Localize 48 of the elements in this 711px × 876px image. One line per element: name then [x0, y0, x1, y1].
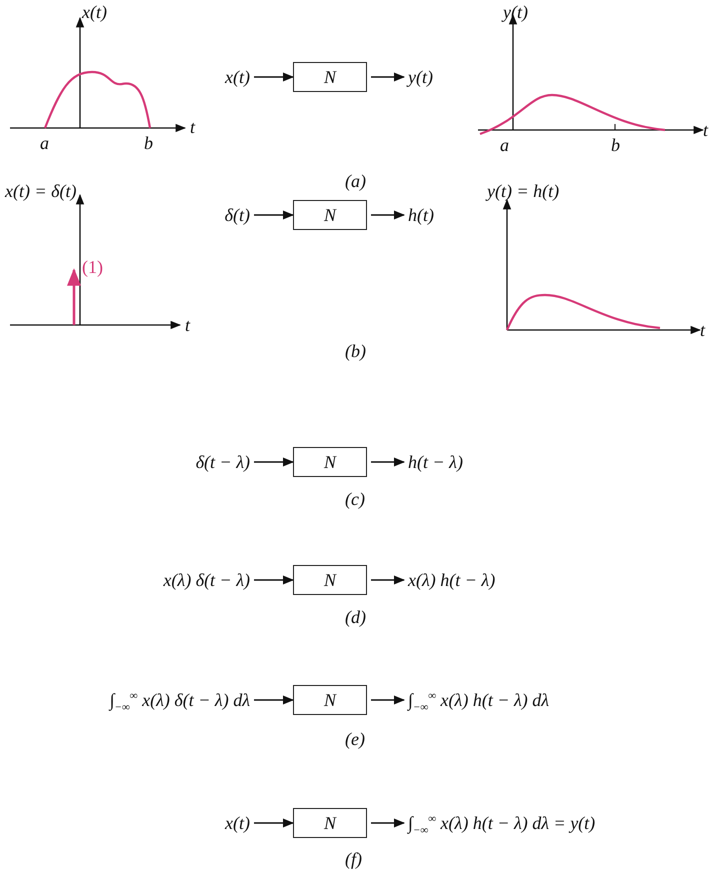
axis-label: b [144, 134, 153, 152]
input-signal: ∫$_{−∞}$$^{∞}$ x(λ) δ(t − λ) dλ [110, 691, 250, 714]
panel-label: (a) [345, 172, 366, 190]
output-signal: h(t − λ) [408, 453, 463, 471]
arrow [254, 210, 294, 220]
arrow [371, 210, 406, 220]
axis-label: b [611, 136, 620, 154]
output-signal: x(λ) h(t − λ) [408, 571, 496, 589]
output-signal: ∫$_{−∞}$$^{∞}$ x(λ) h(t − λ) dλ = y(t) [408, 814, 596, 837]
output-signal: h(t) [408, 206, 434, 224]
system-box: N [293, 447, 367, 477]
arrow [371, 576, 406, 584]
panel-label: (d) [345, 608, 366, 626]
panel-label: (f) [345, 850, 362, 868]
axis-label: t [190, 118, 196, 136]
arrow [371, 818, 406, 828]
axis-label: y(t) = h(t) [487, 182, 560, 200]
input-signal: δ(t − λ) [196, 453, 250, 471]
axis-label: a [40, 134, 49, 152]
input-signal: x(t) [225, 68, 250, 86]
arrow [371, 72, 406, 82]
output-signal: y(t) [408, 68, 433, 86]
panel-label: (b) [345, 342, 366, 360]
arrow [254, 696, 294, 704]
arrow [254, 818, 294, 828]
input-signal: δ(t) [224, 206, 250, 224]
output-signal: ∫$_{−∞}$$^{∞}$ x(λ) h(t − λ) dλ [408, 691, 550, 714]
axis-label: t [185, 316, 190, 334]
system-box: N [293, 808, 367, 838]
input-signal: x(λ) δ(t − λ) [163, 571, 250, 589]
system-box: N [293, 565, 367, 595]
axis-label: t [700, 321, 706, 339]
arrow [371, 458, 406, 466]
impulse-weight-label: (1) [82, 258, 103, 276]
panel-label: (e) [345, 730, 365, 748]
axis-label: x(t) [82, 3, 107, 21]
arrow [254, 72, 294, 82]
system-box: N [293, 200, 367, 230]
axis-label: t [703, 121, 708, 139]
system-box: N [293, 62, 367, 92]
input-signal: x(t) [225, 814, 250, 832]
arrow [371, 696, 406, 704]
axis-label: a [500, 136, 509, 154]
arrow [254, 576, 294, 584]
arrow [254, 458, 294, 466]
panel-label: (c) [345, 490, 365, 508]
axis-label: x(t) = δ(t) [5, 182, 76, 200]
system-box: N [293, 685, 367, 715]
